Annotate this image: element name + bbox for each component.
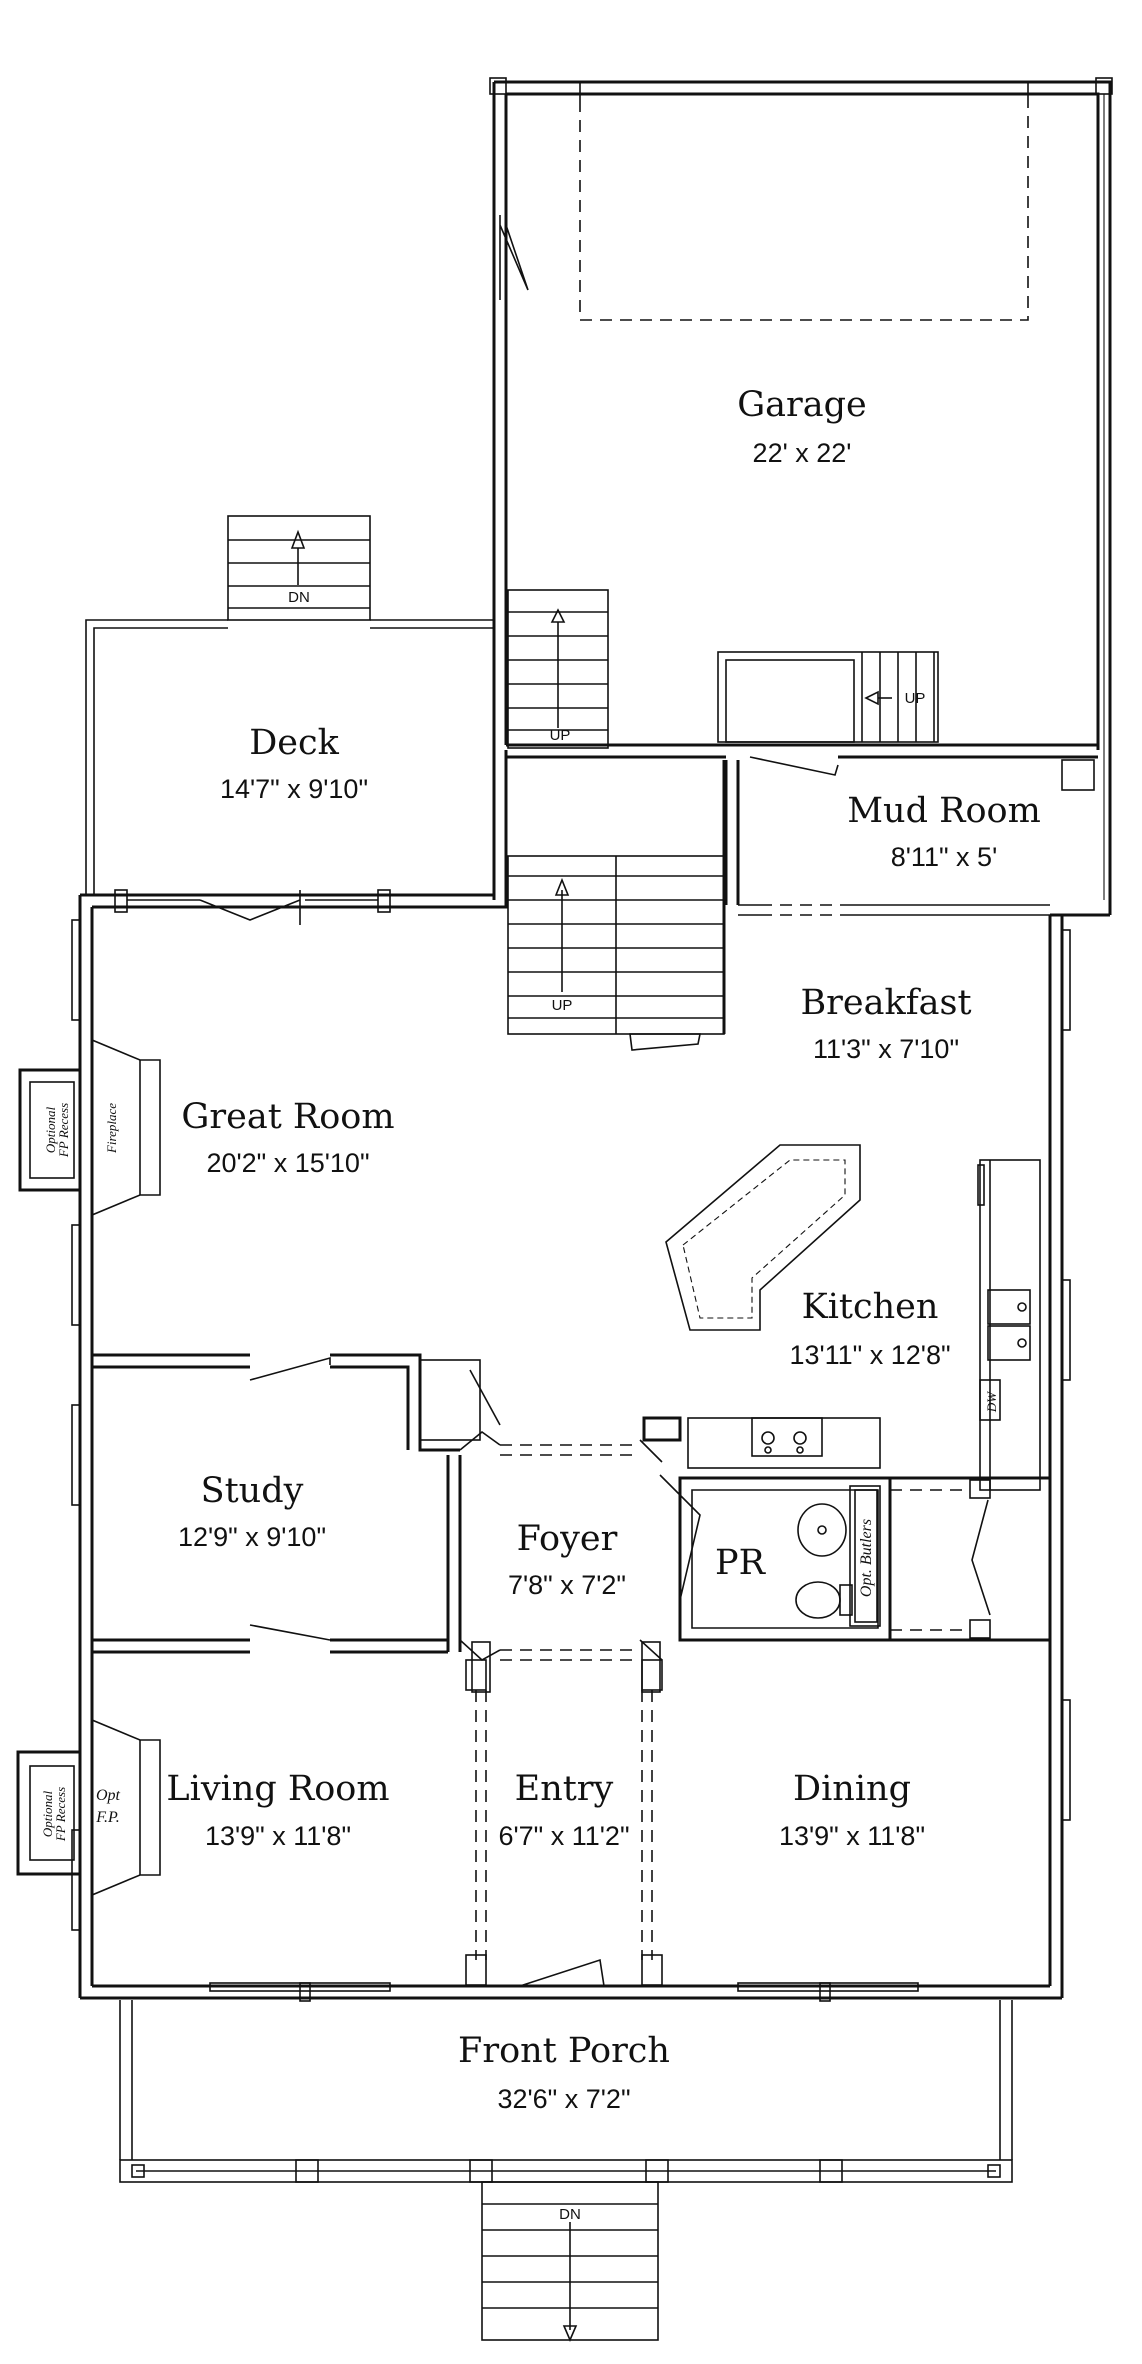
breakfast-name: Breakfast — [800, 983, 971, 1023]
study-name: Study — [201, 1471, 304, 1511]
foyer-name: Foyer — [517, 1519, 618, 1559]
entry-name: Entry — [515, 1769, 614, 1809]
breakfast-dims: 11'3" x 7'10" — [813, 1034, 959, 1064]
living-room-fireplace — [16, 1718, 161, 1897]
kitchen-name: Kitchen — [802, 1287, 939, 1327]
front-windows — [209, 1982, 919, 2002]
living-optional-fp-recess-line2: FP Recess — [53, 1787, 68, 1842]
dining-dims: 13'9" x 11'8" — [779, 1821, 925, 1851]
left-windows — [71, 919, 81, 1931]
central-stairs — [507, 760, 726, 1051]
entry-walls — [465, 1659, 663, 1987]
dw-label: DW — [984, 1391, 999, 1413]
mudroom-stairs — [717, 651, 939, 743]
garage-stairs — [507, 589, 609, 749]
living-room-name: Living Room — [166, 1769, 389, 1809]
mud-room-name: Mud Room — [847, 791, 1041, 831]
garage-name: Garage — [737, 385, 867, 425]
front-porch-dims: 32'6" x 7'2" — [497, 2084, 630, 2114]
great-room-name: Great Room — [181, 1097, 394, 1137]
garage-walls — [489, 77, 1113, 915]
entry-dims: 6'7" x 11'2" — [498, 1821, 629, 1851]
opt-fp-line1: Opt — [96, 1787, 121, 1804]
porch-stair-dn-label: DN — [559, 2206, 581, 2223]
butler-door — [890, 1476, 1050, 1642]
kitchen-counters — [977, 1159, 1041, 1491]
front-porch — [119, 2000, 1013, 2343]
kitchen-upper-counter — [642, 1416, 881, 1469]
living-room-dims: 13'9" x 11'8" — [205, 1821, 351, 1851]
optional-fp-recess-line2: FP Recess — [56, 1103, 71, 1158]
dining-name: Dining — [793, 1769, 911, 1809]
mudroom-stair-up-label: UP — [905, 690, 926, 707]
fireplace-label: Fireplace — [104, 1103, 119, 1154]
study-walls — [92, 1353, 501, 1654]
deck-stair-dn-label: DN — [288, 589, 310, 606]
main-house-walls — [78, 743, 1110, 2000]
garage-stair-up-label: UP — [550, 727, 571, 744]
opt-butlers-label: Opt. Butlers — [858, 1519, 875, 1597]
garage-dims: 22' x 22' — [753, 438, 852, 468]
kitchen-dims: 13'11" x 12'8" — [789, 1340, 950, 1370]
great-room-fireplace — [18, 1038, 161, 1217]
deck-outline — [85, 515, 494, 895]
deck-name: Deck — [249, 723, 339, 763]
foyer-dims: 7'8" x 7'2" — [508, 1570, 626, 1600]
deck-dims: 14'7" x 9'10" — [220, 774, 368, 804]
study-dims: 12'9" x 9'10" — [178, 1522, 326, 1552]
opt-fp-line2: F.P. — [95, 1809, 119, 1826]
deck-doors — [114, 889, 391, 925]
optional-fp-recess-line1: Optional — [43, 1107, 58, 1154]
front-porch-name: Front Porch — [458, 2031, 670, 2071]
foyer-walls — [459, 1430, 701, 1693]
kitchen-island — [665, 1144, 861, 1331]
central-stair-up-label: UP — [552, 997, 573, 1014]
living-optional-fp-recess-line1: Optional — [40, 1791, 55, 1838]
mud-room-dims: 8'11" x 5' — [891, 842, 997, 872]
great-room-dims: 20'2" x 15'10" — [206, 1148, 369, 1178]
pr-name: PR — [715, 1543, 767, 1583]
right-windows — [1061, 929, 1071, 1821]
